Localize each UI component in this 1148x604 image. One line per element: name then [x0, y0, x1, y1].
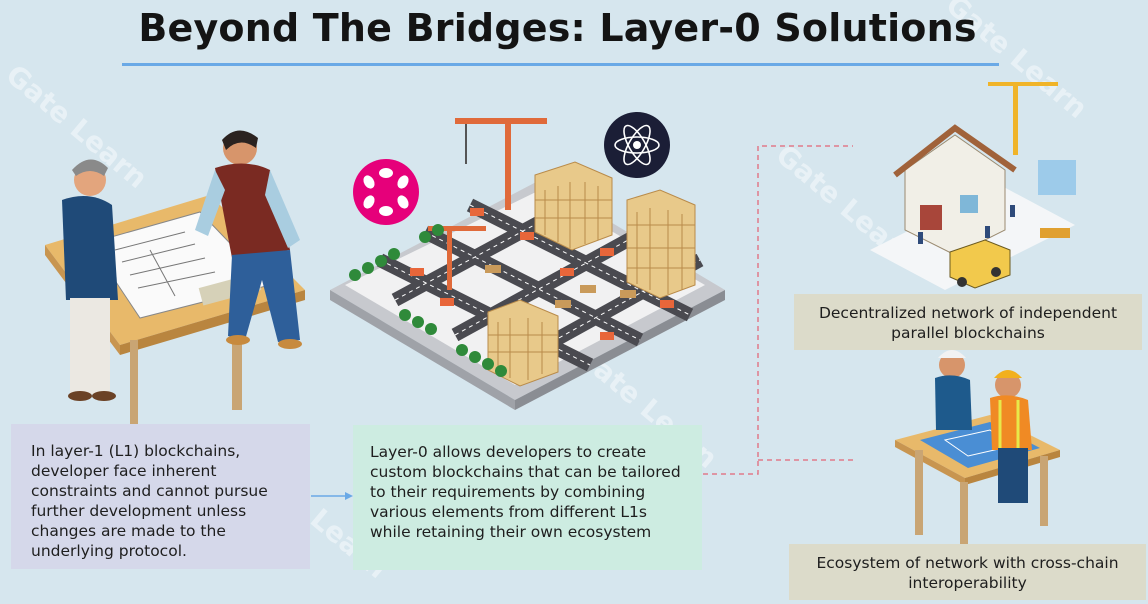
- arrow-icon: [311, 492, 353, 500]
- layer0-description-box: Layer-0 allows developers to create cust…: [353, 425, 702, 570]
- layer1-description-box: In layer-1 (L1) blockchains, developer f…: [11, 424, 310, 569]
- city-construction-illustration: [330, 118, 725, 410]
- developers-illustration: [45, 130, 305, 430]
- decentralized-network-caption: Decentralized network of independent par…: [794, 294, 1142, 350]
- engineers-illustration: [895, 350, 1060, 552]
- house-construction-illustration: [870, 82, 1076, 290]
- ecosystem-caption: Ecosystem of network with cross-chain in…: [789, 544, 1146, 600]
- title-underline: [122, 63, 999, 66]
- polkadot-logo-icon: [353, 159, 419, 225]
- connector-lines: [703, 145, 853, 475]
- cosmos-atom-logo-icon: [604, 112, 670, 178]
- page-title: Beyond The Bridges: Layer-0 Solutions: [138, 6, 977, 50]
